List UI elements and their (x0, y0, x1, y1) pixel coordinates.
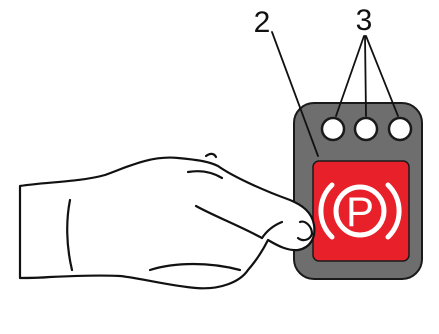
indicator-lamp-3 (389, 118, 411, 140)
callout-number-2: 2 (254, 6, 271, 39)
indicator-lamps (322, 118, 411, 140)
leader-line-3-middle (365, 36, 366, 116)
callout-number-3: 3 (356, 4, 373, 37)
thumb-tip-mark (206, 154, 216, 157)
parking-brake-symbol-letter: P (346, 188, 374, 235)
hand-outline (20, 158, 314, 289)
indicator-lamp-2 (355, 118, 377, 140)
parking-brake-button[interactable]: P (313, 161, 409, 261)
hand-pressing (20, 154, 314, 288)
indicator-lamp-1 (322, 118, 344, 140)
